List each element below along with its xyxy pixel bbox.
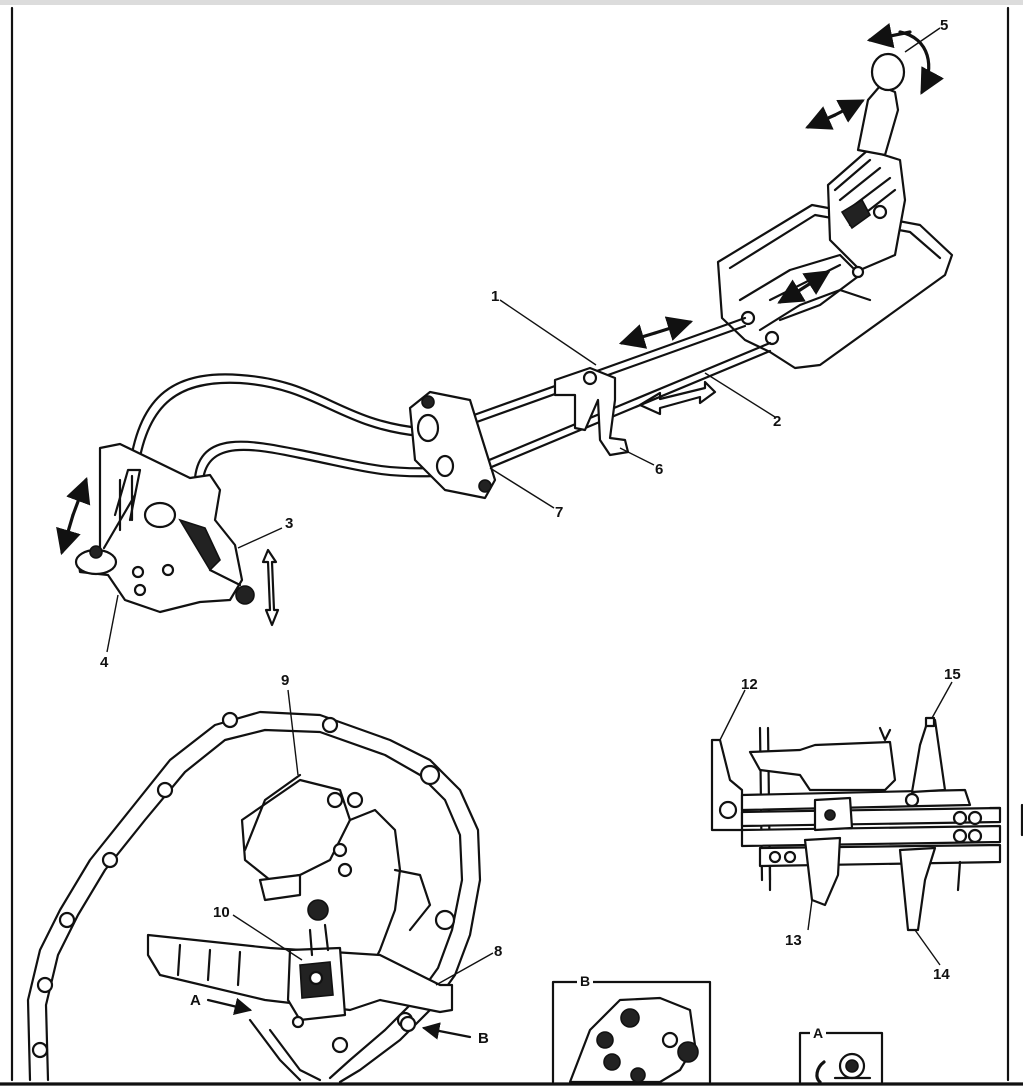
callout-6: 6: [655, 461, 664, 478]
callout-8: 8: [494, 943, 503, 960]
callout-leaders: [106, 27, 953, 986]
callout-4: 4: [100, 654, 109, 671]
inset-a-label: A: [810, 1026, 827, 1040]
view-marker-b: B: [478, 1030, 489, 1047]
callout-5: 5: [940, 17, 949, 34]
callout-14: 14: [933, 966, 950, 983]
callout-1: 1: [491, 288, 500, 305]
transmission-case: [26, 710, 482, 1084]
callout-13: 13: [785, 932, 802, 949]
callout-3: 3: [285, 515, 294, 532]
callout-10: 10: [213, 904, 230, 921]
callout-9: 9: [281, 672, 290, 689]
view-a-arrow: [206, 997, 253, 1015]
view-b-arrow: [421, 1022, 472, 1040]
transmission-shift-housing: [74, 442, 255, 614]
cable-bracket-plate: [408, 390, 497, 500]
window-top-edge: [0, 0, 1023, 5]
inset-a-detail: [798, 1031, 884, 1084]
callout-7: 7: [555, 504, 564, 521]
callout-15: 15: [944, 666, 961, 683]
inset-b-label: B: [577, 974, 594, 988]
support-clamp: [553, 366, 630, 457]
view-marker-a: A: [190, 992, 201, 1009]
callout-2: 2: [773, 413, 782, 430]
shift-rail-detail: [710, 716, 1023, 932]
motion-arrows: [56, 23, 944, 627]
shift-lever-assembly: [716, 52, 954, 370]
inset-b-detail: [551, 980, 712, 1084]
callout-12: 12: [741, 676, 758, 693]
